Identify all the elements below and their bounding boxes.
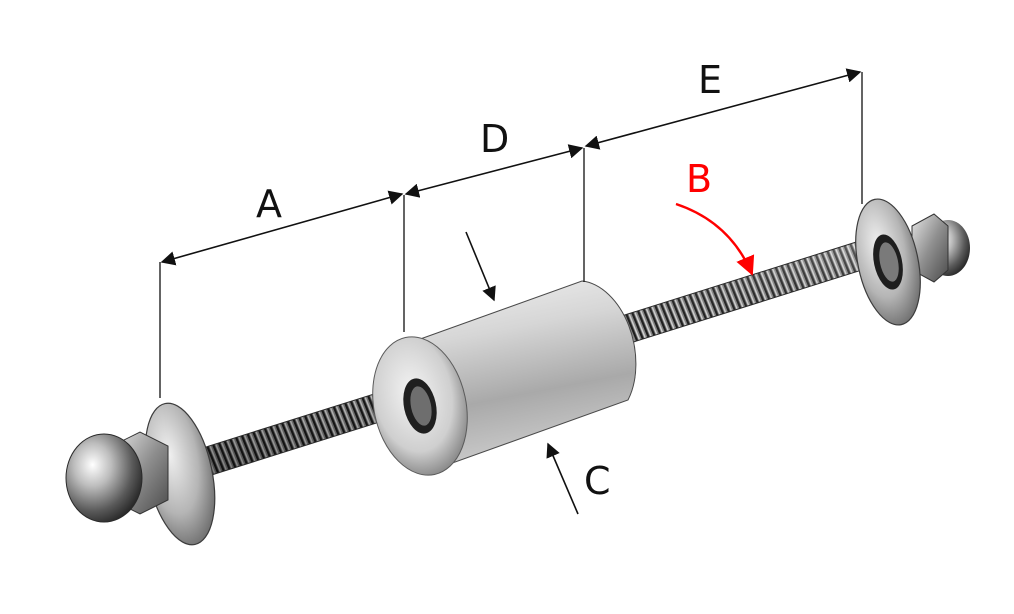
label-c: C [584,459,611,503]
left-fastener [65,402,216,546]
label-d: D [480,117,509,161]
thread-callout-b: B [675,157,755,276]
label-e: E [698,58,722,102]
dimension-e: E [584,58,862,150]
extension-lines [159,72,863,398]
diameter-c: C [465,231,611,515]
right-fastener [855,198,970,326]
label-b: B [686,157,712,201]
spacer-tube [372,280,637,476]
left-acorn-dome [65,433,143,523]
dimension-a: A [160,182,404,266]
dimension-d: D [404,117,584,198]
label-a: A [256,182,282,226]
